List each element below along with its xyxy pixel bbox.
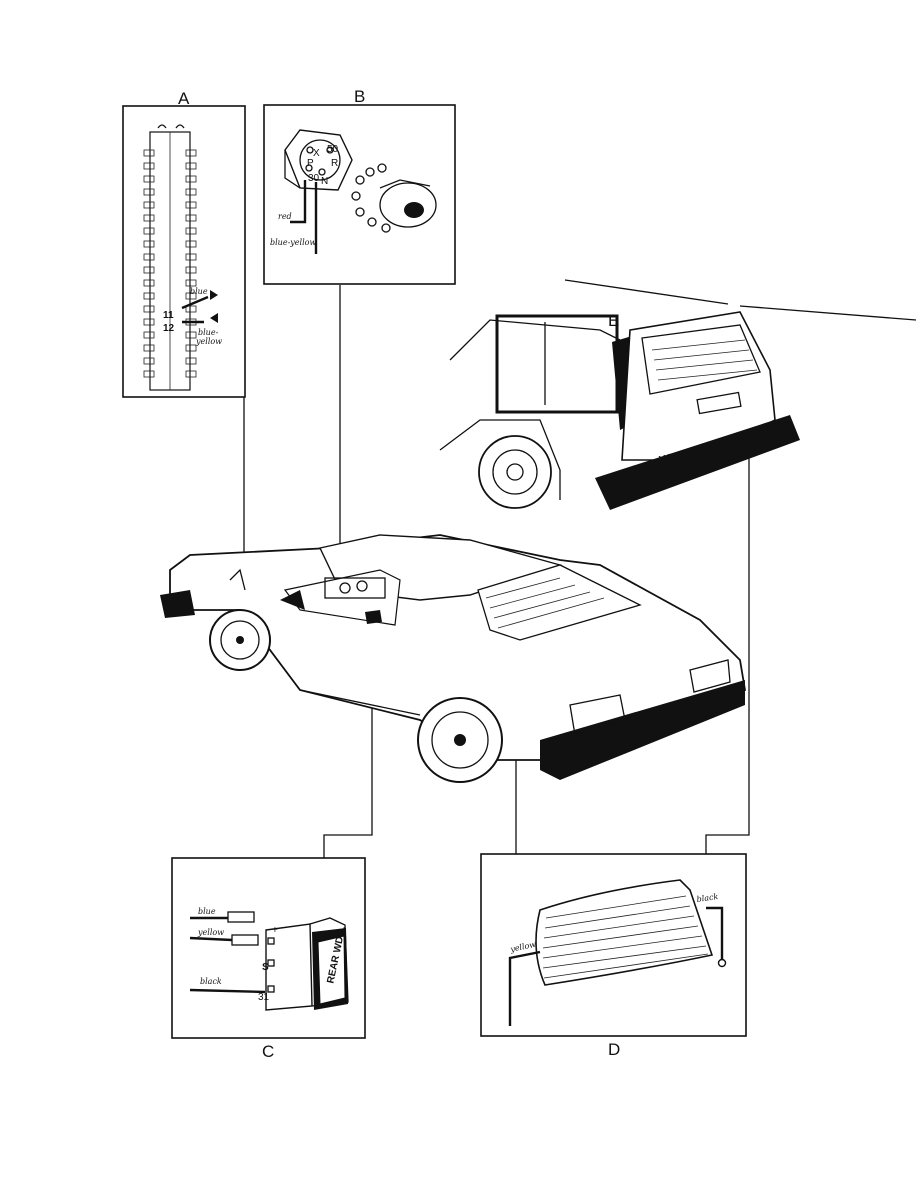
panel-c: blue yellow black REAR WDO. + S 31 C <box>171 857 366 1061</box>
panel-e-letter: E <box>608 311 619 330</box>
panel-a-wire-blue-yellow-2: yellow <box>195 337 222 346</box>
gear-selector-switch: X 50 R P 30 N <box>284 129 353 191</box>
panel-b: B X 50 R P 30 N red blue-yellow <box>263 87 456 285</box>
panel-d-wire-black: black <box>696 892 719 904</box>
panel-b-wire-blue-yellow: blue-yellow <box>270 238 316 247</box>
panel-c-wire-blue: blue <box>198 907 216 916</box>
blue-wire <box>181 295 209 310</box>
terminal-n: N <box>321 176 328 187</box>
fuse-connector-strip <box>143 124 197 391</box>
panel-d: yellow black D <box>480 853 747 1059</box>
terminal-31: 31 <box>258 992 270 1003</box>
panel-c-letter: C <box>262 1042 274 1061</box>
yellow-wire-d <box>508 950 541 1026</box>
pin-12-label: 12 <box>163 323 175 334</box>
terminal-r: R <box>331 158 338 169</box>
black-wire-d <box>706 906 724 960</box>
panel-c-wire-yellow: yellow <box>197 928 224 937</box>
terminal-plus: + <box>272 925 278 936</box>
pin-11-label: 11 <box>163 310 174 321</box>
red-wire <box>290 180 307 224</box>
panel-a-letter: A <box>178 89 190 108</box>
terminal-p: P <box>307 158 314 169</box>
panel-c-wire-black: black <box>200 977 222 986</box>
terminal-50: 50 <box>327 144 339 155</box>
yellow-wire-c <box>189 936 233 942</box>
arrow-right-icon <box>210 290 218 300</box>
station-wagon-illustration: VOLVO E <box>439 279 917 510</box>
panel-a: A <box>122 89 246 398</box>
selector-connector <box>351 163 437 233</box>
terminal-30: 30 <box>308 173 320 184</box>
panel-b-wire-red: red <box>278 212 292 221</box>
panel-a-wire-blue: blue <box>190 287 208 296</box>
panel-d-letter: D <box>608 1040 620 1059</box>
sedan-illustration <box>160 534 747 783</box>
panel-b-letter: B <box>354 87 365 106</box>
black-wire-c <box>189 988 266 994</box>
terminal-s: S <box>262 962 269 973</box>
heated-rear-window <box>535 879 714 986</box>
rear-window-switch: REAR WDO. <box>265 917 349 1011</box>
arrow-left-icon <box>210 313 218 323</box>
terminal-x: X <box>313 148 320 159</box>
panel-a-wire-blue-yellow-1: blue- <box>198 328 219 337</box>
